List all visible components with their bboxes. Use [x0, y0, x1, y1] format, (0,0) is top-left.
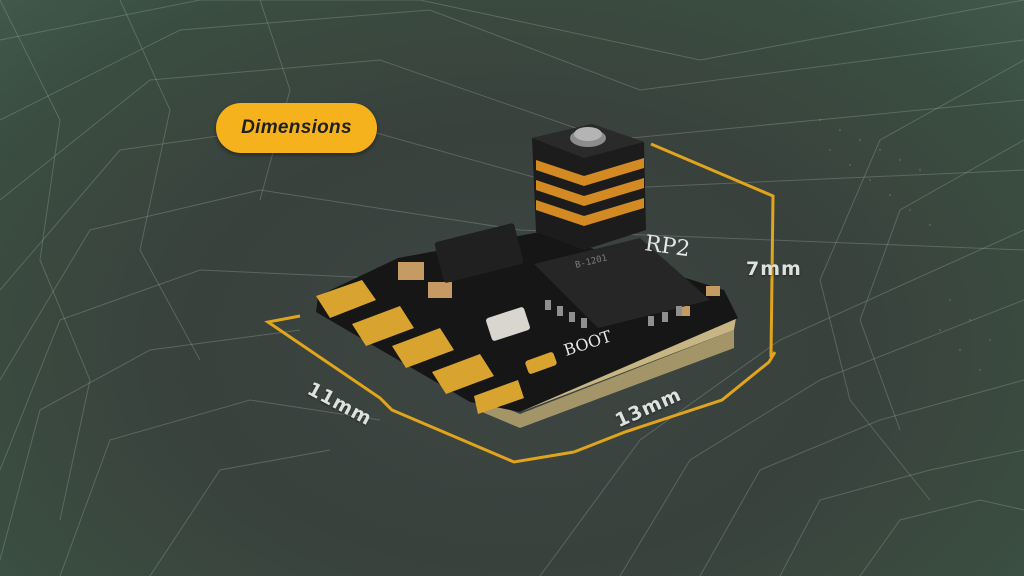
dimension-lines	[264, 142, 777, 464]
rp2040-chip	[534, 238, 710, 328]
dimensions-badge-label: Dimensions	[241, 117, 352, 138]
length-dimension-line	[264, 314, 575, 464]
pcb-board: B-1201 RP2 BOOT	[316, 124, 738, 428]
boot-button	[532, 124, 646, 250]
height-label: 7mm	[746, 258, 802, 280]
width-dimension-line	[573, 351, 777, 454]
height-dimension-line	[650, 142, 775, 358]
dimensions-badge: Dimensions	[216, 103, 377, 153]
